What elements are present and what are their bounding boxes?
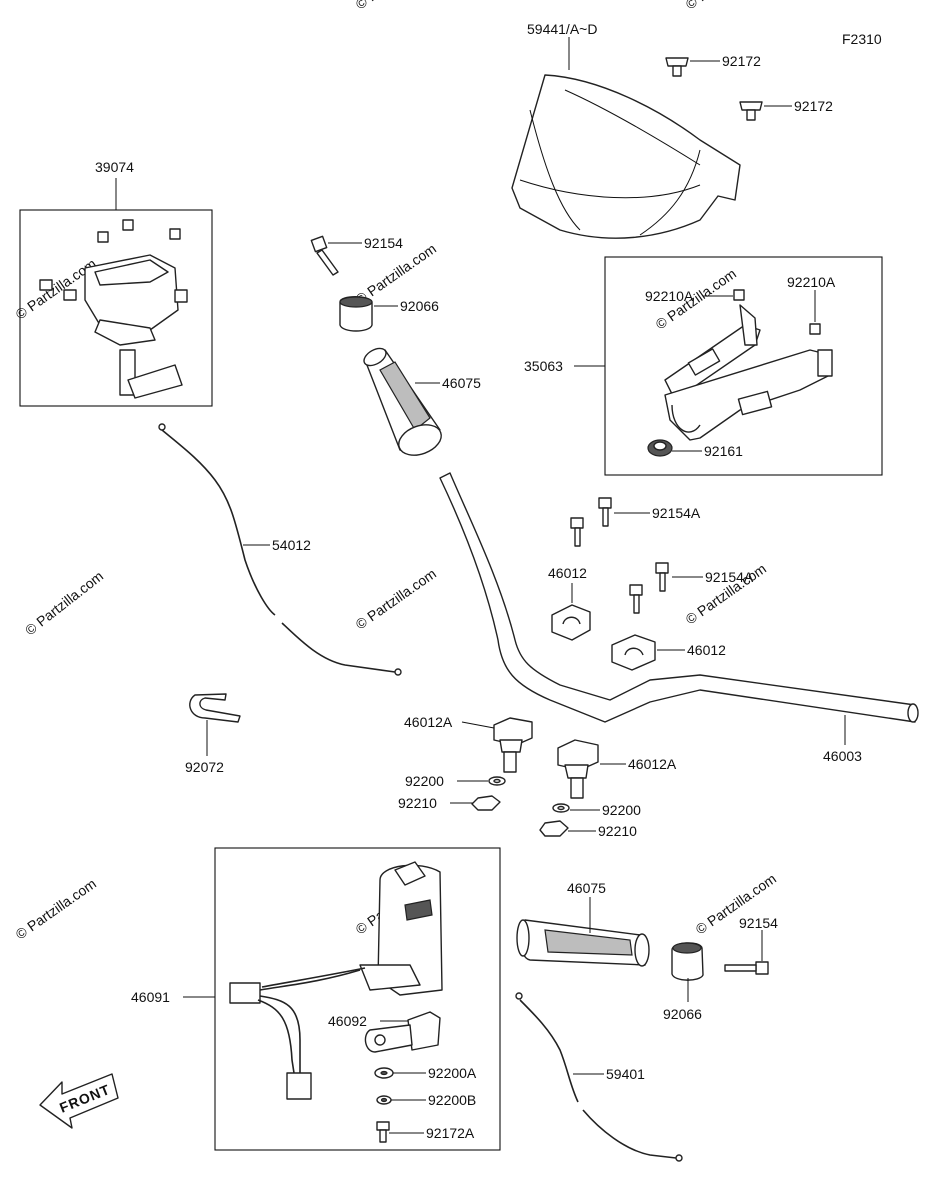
screw-92172A bbox=[376, 1121, 390, 1143]
label-46012-a: 46012 bbox=[548, 565, 587, 581]
cable-59401 bbox=[515, 992, 683, 1162]
label-46091: 46091 bbox=[131, 989, 170, 1005]
lever-46092 bbox=[364, 1011, 441, 1053]
watermark: © Partzilla.com bbox=[353, 0, 439, 12]
figure-code: F2310 bbox=[842, 31, 882, 47]
watermark: © Partzilla.com bbox=[353, 565, 439, 632]
label-92154A-b: 92154A bbox=[705, 569, 754, 585]
grip-46075-top bbox=[363, 347, 442, 456]
bolt-92154A-a bbox=[570, 497, 612, 547]
bolt-92154-top bbox=[310, 235, 339, 276]
front-arrow: FRONT bbox=[39, 1073, 119, 1129]
label-92172A: 92172A bbox=[426, 1125, 475, 1141]
bolt-92154-bottom bbox=[724, 961, 769, 975]
screw-92172-a bbox=[665, 57, 689, 77]
label-46092: 46092 bbox=[328, 1013, 367, 1029]
windshield-part bbox=[511, 74, 741, 239]
holder-46012-b bbox=[611, 634, 656, 671]
label-92200B: 92200B bbox=[428, 1092, 476, 1108]
label-39074: 39074 bbox=[95, 159, 134, 175]
holder-46012-a bbox=[551, 604, 591, 641]
screw-92172-b bbox=[739, 101, 763, 121]
holder-46012A-b bbox=[557, 739, 599, 799]
label-92210A-a: 92210A bbox=[645, 288, 694, 304]
label-92172-a: 92172 bbox=[722, 53, 761, 69]
label-46075-top: 46075 bbox=[442, 375, 481, 391]
washer-92200A bbox=[374, 1067, 394, 1079]
washer-92200B bbox=[376, 1095, 392, 1105]
label-92200-b: 92200 bbox=[602, 802, 641, 818]
switch-housing-part bbox=[229, 861, 443, 1100]
holder-46012A-a bbox=[493, 717, 533, 773]
label-59401: 59401 bbox=[606, 1066, 645, 1082]
clamp-92072 bbox=[189, 693, 241, 723]
box-46091 bbox=[214, 847, 501, 1151]
washer-92200-b bbox=[552, 803, 570, 813]
label-54012: 54012 bbox=[272, 537, 311, 553]
label-92210-b: 92210 bbox=[598, 823, 637, 839]
label-46012-b: 46012 bbox=[687, 642, 726, 658]
label-92072: 92072 bbox=[185, 759, 224, 775]
label-46075-bottom: 46075 bbox=[567, 880, 606, 896]
bar-end-92066-top bbox=[339, 296, 373, 332]
label-46012A-b: 46012A bbox=[628, 756, 677, 772]
label-92154-bottom: 92154 bbox=[739, 915, 778, 931]
label-92210A-b: 92210A bbox=[787, 274, 836, 290]
nut-92210-b bbox=[539, 820, 569, 837]
label-59441: 59441/A~D bbox=[527, 21, 597, 37]
label-92200-a: 92200 bbox=[405, 773, 444, 789]
label-46012A-a: 46012A bbox=[404, 714, 453, 730]
label-92200A: 92200A bbox=[428, 1065, 477, 1081]
label-46003: 46003 bbox=[823, 748, 862, 764]
label-35063: 35063 bbox=[524, 358, 563, 374]
label-92066-top: 92066 bbox=[400, 298, 439, 314]
throttle-case-part bbox=[39, 219, 188, 399]
grip-46075-bottom bbox=[516, 919, 650, 967]
nut-92210-a bbox=[471, 795, 501, 811]
watermark: © Partzilla.com bbox=[13, 875, 99, 942]
washer-92200-a bbox=[488, 776, 506, 786]
label-92210-a: 92210 bbox=[398, 795, 437, 811]
label-92066-bottom: 92066 bbox=[663, 1006, 702, 1022]
handlebar-46003 bbox=[439, 472, 919, 723]
label-92154-top: 92154 bbox=[364, 235, 403, 251]
watermark: © Partzilla.com bbox=[683, 0, 769, 12]
label-92154A-a: 92154A bbox=[652, 505, 701, 521]
bracket-35063-part bbox=[647, 289, 833, 457]
bolt-92154A-b bbox=[629, 562, 669, 614]
label-92172-b: 92172 bbox=[794, 98, 833, 114]
cable-54012 bbox=[158, 423, 402, 676]
label-92161: 92161 bbox=[704, 443, 743, 459]
watermark-main: © Partzilla.com bbox=[22, 568, 106, 639]
bar-end-92066-bottom bbox=[671, 942, 704, 981]
